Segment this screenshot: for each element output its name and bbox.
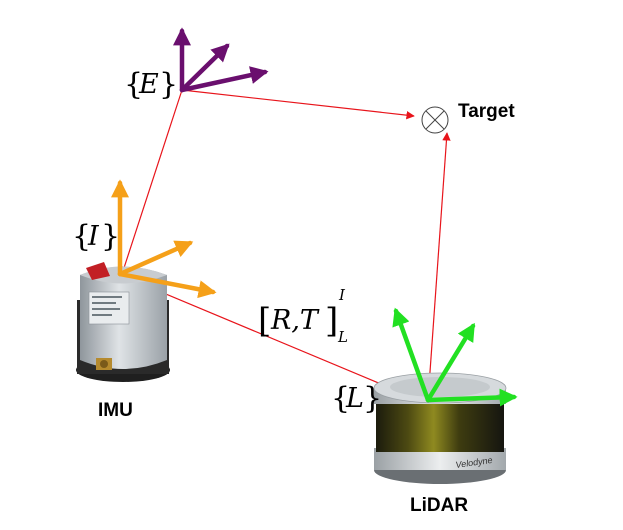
svg-text:}: } <box>363 381 382 416</box>
link-imu-to-lidar <box>117 273 425 403</box>
svg-text:[: [ <box>258 301 271 341</box>
lidar-label: LiDAR <box>410 495 468 516</box>
link-earth-to-imu <box>120 89 183 275</box>
svg-text:]: ] <box>325 301 338 341</box>
svg-text:E: E <box>138 69 159 100</box>
imu-frame-label: { I } <box>72 219 120 254</box>
link-earth-to-target <box>181 89 415 120</box>
target-label: Target <box>458 101 515 122</box>
svg-text:{: { <box>331 381 350 416</box>
svg-text:}: } <box>101 219 120 254</box>
imu-label: IMU <box>98 400 133 421</box>
circle-cross-icon <box>421 106 449 134</box>
svg-text:R,T: R,T <box>270 305 320 336</box>
lidar-frame-axes <box>392 307 518 407</box>
svg-text:I: I <box>87 221 100 252</box>
link-lidar-to-target <box>427 132 451 401</box>
imu-device-image <box>76 262 170 382</box>
lidar-frame-label: { L } <box>331 381 382 416</box>
svg-text:L: L <box>345 383 364 414</box>
svg-text:{: { <box>124 67 143 102</box>
svg-text:{: { <box>72 219 91 254</box>
svg-text:I: I <box>338 286 346 304</box>
svg-text:L: L <box>337 328 348 346</box>
lidar-device-image: Velodyne <box>373 372 507 484</box>
earth-frame-axes <box>173 27 269 93</box>
svg-text:}: } <box>159 67 178 102</box>
earth-frame-label: { E } <box>124 67 178 102</box>
imu-frame-axes <box>111 179 217 299</box>
transform-label: [ R,T ] I L <box>258 286 348 346</box>
